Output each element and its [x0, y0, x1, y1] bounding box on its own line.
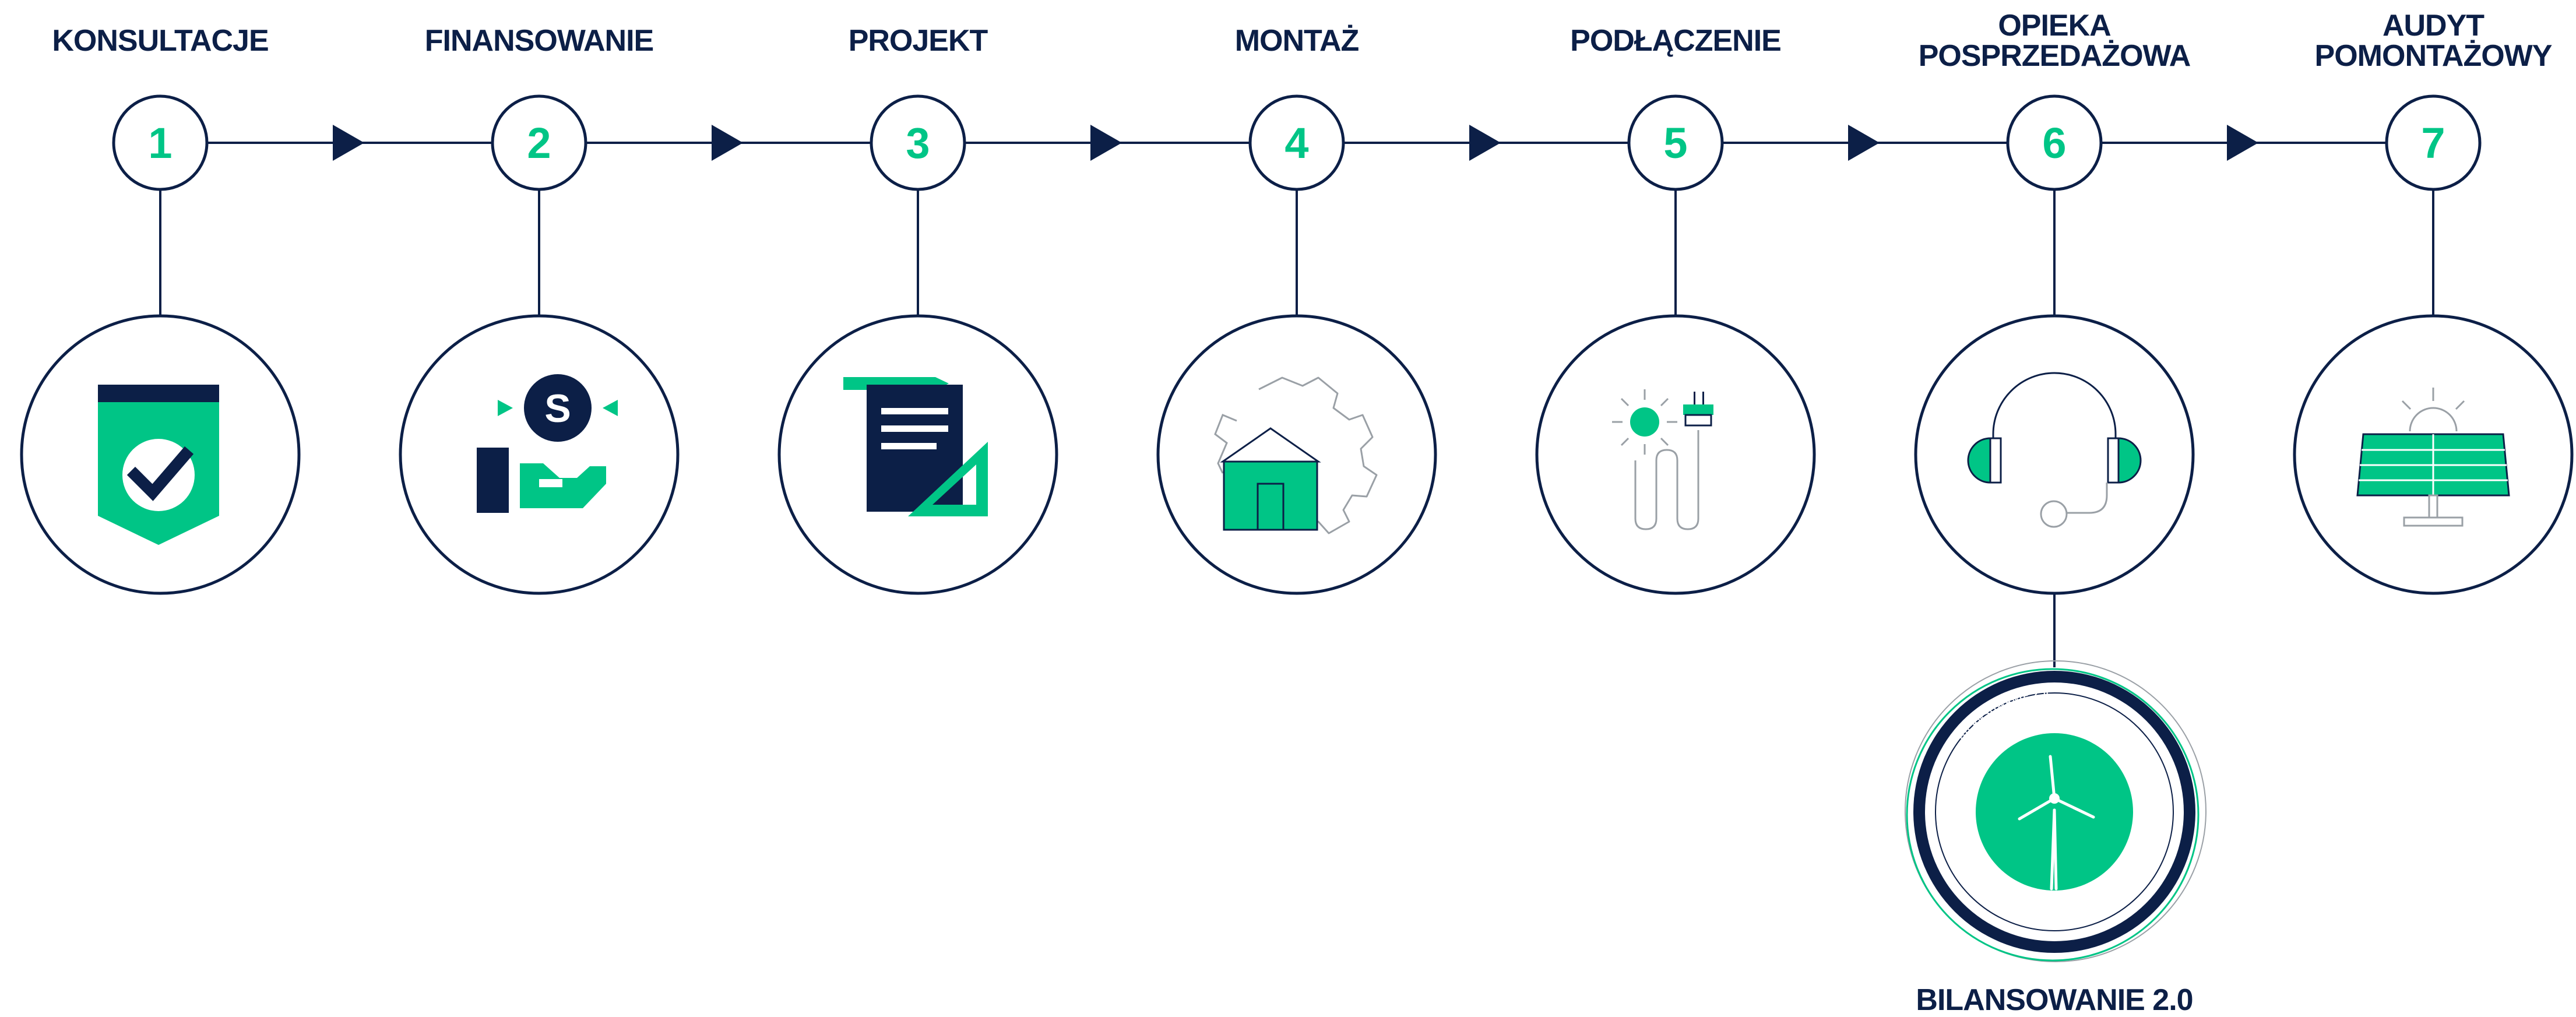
hand-coin-icon: S: [477, 374, 618, 513]
house-gear-icon: [1214, 376, 1378, 534]
arrow-icon: [333, 125, 364, 161]
step-icon-circle: [399, 314, 680, 595]
arrow-icon: [1090, 125, 1122, 161]
step-number-circle: [1627, 94, 1724, 191]
step-number-5: 5: [1663, 119, 1687, 167]
step-number-circle: [112, 94, 209, 191]
headset-icon: [1967, 372, 2142, 528]
step-number-2: 2: [527, 119, 551, 167]
solar-panel-icon: [2356, 388, 2510, 527]
step-icon-circle: [1914, 314, 2195, 595]
connectors: [159, 189, 2434, 667]
step-number-circle: [2385, 94, 2482, 191]
step-number-3: 3: [906, 119, 930, 167]
step-number-6: 6: [2042, 119, 2066, 167]
step-number-circle: [2006, 94, 2103, 191]
step-number-circle: [1248, 94, 1345, 191]
step-number-7: 7: [2421, 119, 2445, 167]
arrow-icon: [1848, 125, 1880, 161]
bilansowanie-label: BILANSOWANIE 2.0: [1916, 983, 2193, 1017]
step-title-3: PROJEKT: [848, 24, 988, 58]
step-title-2: FINANSOWANIE: [424, 24, 654, 58]
sun-plug-icon: [1612, 389, 1713, 530]
arrow-icon: [2227, 125, 2258, 161]
arrow-icon: [712, 125, 743, 161]
timeline-arrows: [333, 125, 2258, 161]
step-number-1: 1: [148, 119, 172, 167]
arrow-icon: [1469, 125, 1501, 161]
bilansowanie-badge: BILANSOWANIE 2.0: [1905, 660, 2207, 962]
step-title-1: KONSULTACJE: [52, 24, 269, 58]
step-number-circle: [870, 94, 966, 191]
svg-text:S: S: [544, 386, 571, 431]
step-title-4: MONTAŻ: [1234, 24, 1360, 58]
shield-check-icon: [98, 385, 219, 545]
step-title-5: PODŁĄCZENIE: [1570, 24, 1782, 58]
step-number-4: 4: [1285, 119, 1308, 167]
document-ruler-icon: [843, 377, 988, 516]
step-number-circle: [491, 94, 587, 191]
